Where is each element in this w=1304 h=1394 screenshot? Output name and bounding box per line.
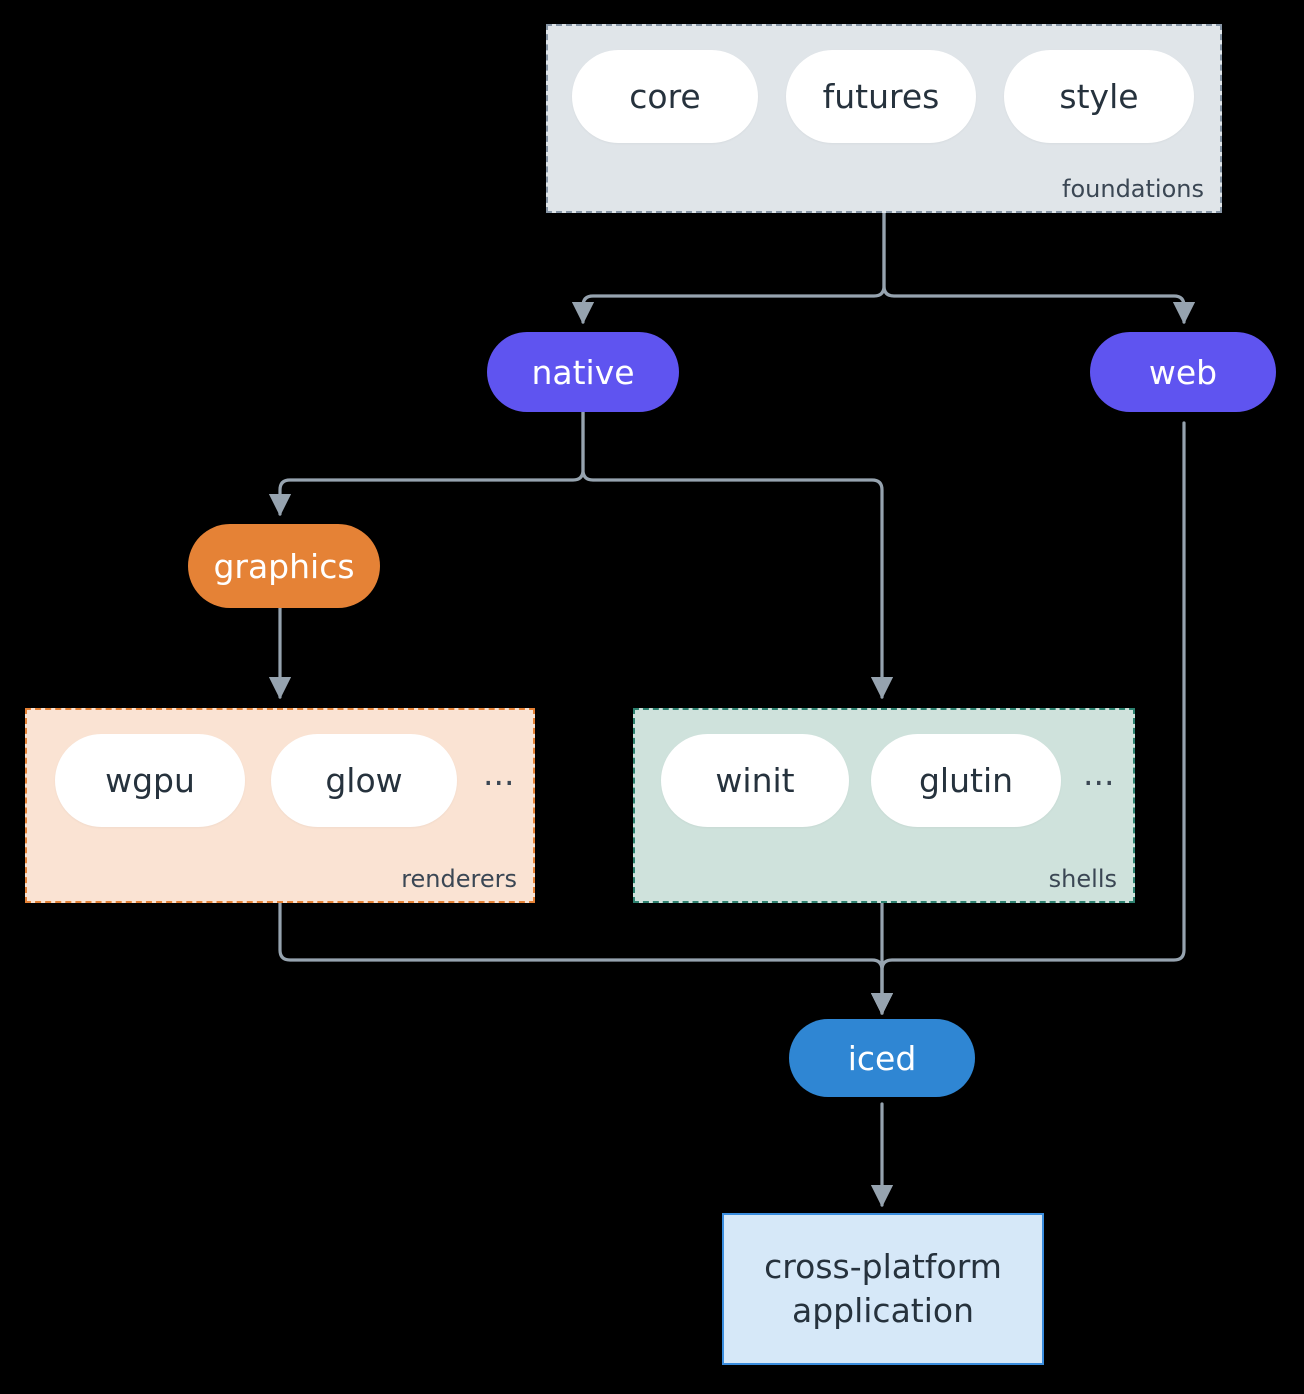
cluster-renderers-members: wgpu glow ... (27, 734, 533, 827)
cluster-shells-label: shells (1048, 865, 1117, 893)
node-native[interactable]: native (487, 332, 679, 412)
node-glow[interactable]: glow (271, 734, 457, 827)
node-glutin-label: glutin (918, 761, 1014, 800)
application-label-line1: cross-platform (764, 1247, 1002, 1287)
node-futures[interactable]: futures (786, 50, 976, 143)
edge-foundations-web (882, 211, 1196, 325)
shells-ellipsis: ... (1083, 754, 1115, 793)
node-wgpu[interactable]: wgpu (55, 734, 245, 827)
cluster-foundations: core futures style foundations (546, 24, 1222, 213)
node-web-label: web (1148, 352, 1218, 392)
cluster-renderers-label: renderers (401, 865, 517, 893)
cluster-shells-members: winit glutin ... (635, 734, 1133, 827)
node-graphics[interactable]: graphics (188, 524, 380, 608)
node-iced[interactable]: iced (789, 1019, 975, 1097)
node-iced-label: iced (847, 1038, 917, 1078)
node-cross-platform-application[interactable]: cross-platform application (722, 1213, 1044, 1365)
node-glutin[interactable]: glutin (871, 734, 1061, 827)
node-core[interactable]: core (572, 50, 758, 143)
node-native-label: native (531, 352, 635, 392)
edge-native-shells (581, 410, 894, 700)
cluster-foundations-label: foundations (1062, 175, 1204, 203)
edge-foundations-native (571, 211, 886, 325)
cluster-renderers: wgpu glow ... renderers (25, 708, 535, 903)
node-style[interactable]: style (1004, 50, 1194, 143)
node-glow-label: glow (325, 761, 403, 800)
renderers-ellipsis: ... (483, 754, 515, 793)
node-web[interactable]: web (1090, 332, 1276, 412)
cluster-shells: winit glutin ... shells (633, 708, 1135, 903)
application-label-line2: application (791, 1291, 975, 1330)
node-style-label: style (1059, 77, 1139, 116)
node-core-label: core (629, 77, 701, 116)
node-wgpu-label: wgpu (105, 761, 195, 800)
cluster-foundations-members: core futures style (548, 50, 1220, 143)
node-winit-label: winit (715, 761, 795, 800)
edge-native-graphics (268, 410, 585, 517)
node-graphics-label: graphics (213, 546, 355, 586)
node-futures-label: futures (822, 77, 940, 116)
node-winit[interactable]: winit (661, 734, 849, 827)
edge-renderers-iced (278, 901, 894, 1016)
